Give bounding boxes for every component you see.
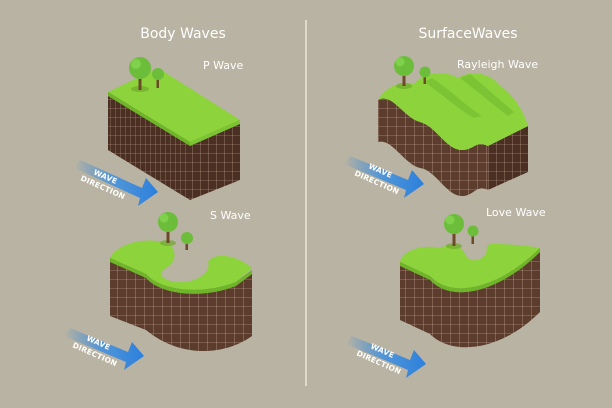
rayleigh-wave-block [378,56,528,196]
tree-icon [394,56,414,89]
tree-icon [444,214,464,249]
body-waves-title: Body Waves [140,26,226,42]
love-wave-direction-arrow: WAVE DIRECTION [346,336,426,378]
p-wave-block [108,57,240,200]
small-tree-icon [152,68,164,88]
small-tree-icon [467,225,479,244]
s-wave-direction-arrow: WAVE DIRECTION [64,328,144,370]
love-wave-label: Love Wave [486,206,546,219]
love-wave-block [400,214,540,348]
small-tree-icon [181,232,193,250]
small-tree-icon [419,66,431,84]
tree-icon [129,57,151,92]
s-wave-label: S Wave [210,209,251,222]
s-wave-block [110,212,252,352]
surface-waves-title: SurfaceWaves [418,26,517,42]
p-wave-label: P Wave [203,59,244,72]
rayleigh-wave-label: Rayleigh Wave [457,58,538,71]
tree-icon [158,212,178,246]
